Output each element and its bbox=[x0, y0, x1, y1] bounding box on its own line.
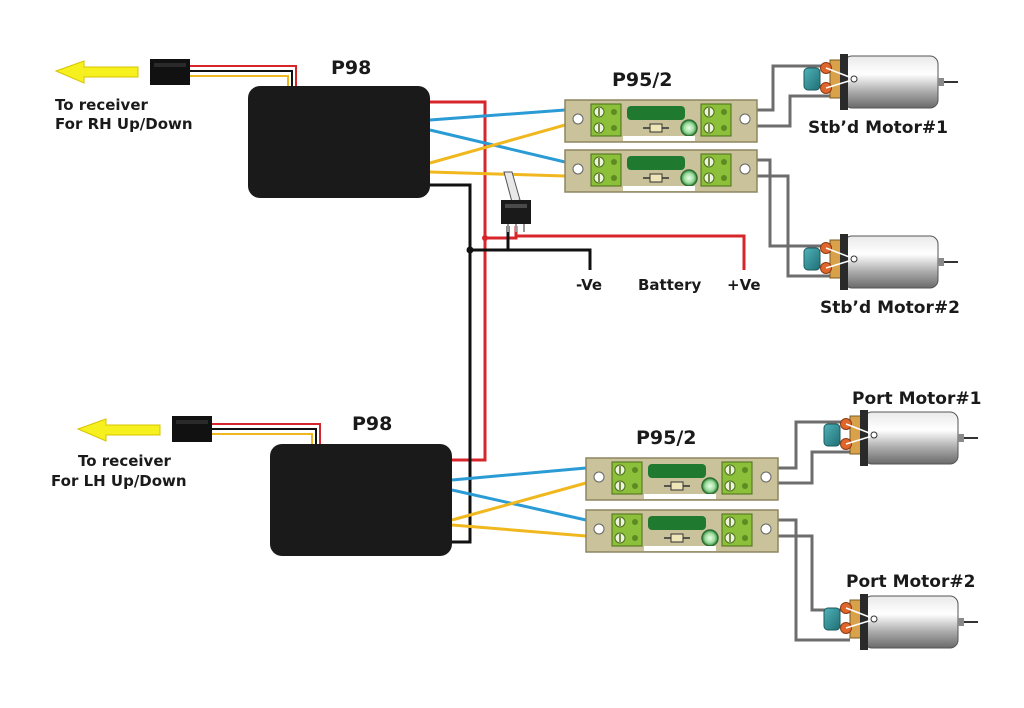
p95-top-label: P95/2 bbox=[612, 69, 673, 91]
motor-stbd1-label: Stb’d Motor#1 bbox=[808, 118, 948, 138]
black-junction bbox=[466, 246, 474, 254]
motor-port2-label: Port Motor#2 bbox=[846, 572, 975, 592]
p98-top-label: P98 bbox=[331, 57, 371, 79]
p95-board-bottom bbox=[585, 457, 779, 553]
control-wires-bottom bbox=[451, 466, 587, 538]
dc-motor-icon bbox=[823, 409, 979, 467]
p98-module-top bbox=[248, 86, 430, 198]
p98-bottom-label: P98 bbox=[352, 413, 392, 435]
positive-label: +Ve bbox=[727, 276, 761, 294]
motor-stbd2-label: Stb’d Motor#2 bbox=[820, 298, 960, 318]
dc-motor-icon bbox=[803, 53, 959, 111]
servo-connector-icon bbox=[172, 416, 212, 442]
servo-lead-top bbox=[190, 65, 297, 86]
battery-label: Battery bbox=[638, 276, 701, 294]
lh-receiver-line1: To receiver bbox=[78, 452, 171, 470]
servo-connector-icon bbox=[150, 59, 190, 85]
p95-bottom-label: P95/2 bbox=[636, 427, 697, 449]
arrow-left-icon bbox=[55, 60, 139, 84]
p98-module-bottom bbox=[270, 444, 452, 556]
servo-lead-bottom bbox=[212, 423, 321, 444]
red-junction bbox=[482, 235, 488, 241]
dc-motor-icon bbox=[823, 593, 979, 651]
arrow-left-icon bbox=[77, 418, 161, 442]
negative-label: -Ve bbox=[576, 276, 602, 294]
control-wires-top bbox=[429, 108, 566, 178]
motor-wires bbox=[757, 64, 850, 642]
lh-receiver-line2: For LH Up/Down bbox=[51, 472, 187, 490]
rh-receiver-line1: To receiver bbox=[55, 96, 148, 114]
toggle-switch-icon bbox=[501, 171, 531, 232]
rh-receiver-line2: For RH Up/Down bbox=[55, 115, 193, 133]
p95-board-top bbox=[564, 99, 758, 193]
dc-motor-icon bbox=[803, 233, 959, 291]
motor-port1-label: Port Motor#1 bbox=[852, 389, 981, 409]
